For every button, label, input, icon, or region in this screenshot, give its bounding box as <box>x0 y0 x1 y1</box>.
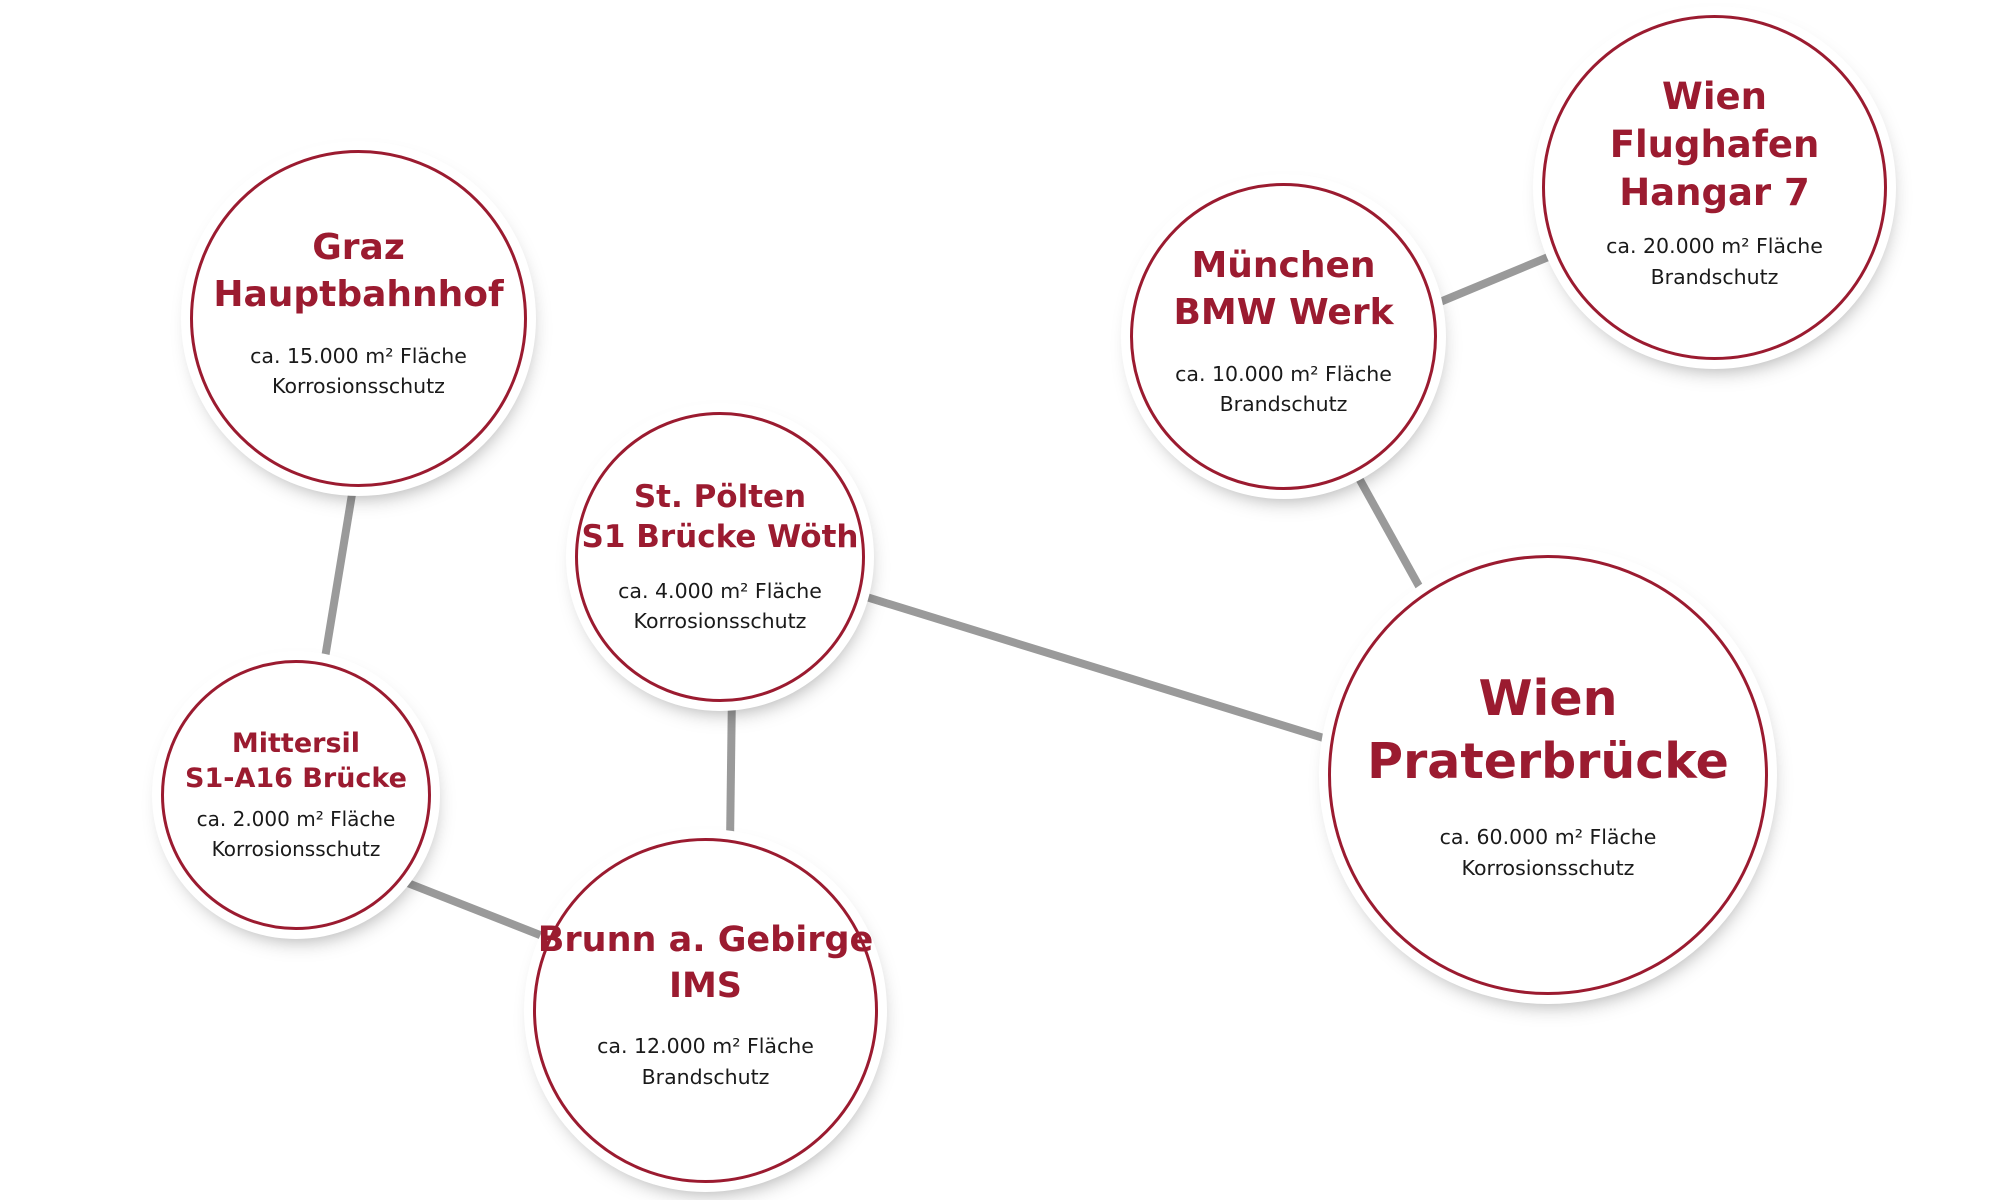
project-details: ca. 20.000 m² Fläche Brandschutz <box>1606 231 1823 293</box>
project-area: ca. 15.000 m² Fläche <box>250 343 467 368</box>
project-node-wien-prater: Wien Praterbrücke ca. 60.000 m² Fläche K… <box>1328 555 1768 995</box>
project-title: Wien Flughafen Hangar 7 <box>1609 74 1820 214</box>
project-node-brunn: Brunn a. Gebirge IMS ca. 12.000 m² Fläch… <box>533 838 878 1183</box>
project-details: ca. 15.000 m² Fläche Korrosionsschutz <box>250 341 467 403</box>
project-area: ca. 12.000 m² Fläche <box>597 1034 814 1059</box>
connector-stpoelten-brunn <box>726 689 736 846</box>
project-title: Graz Hauptbahnhof <box>213 226 504 315</box>
connector-stpoelten-wien-prater <box>858 591 1332 744</box>
project-node-graz: Graz Hauptbahnhof ca. 15.000 m² Fläche K… <box>190 150 527 487</box>
project-type: Brandschutz <box>1650 264 1779 289</box>
project-details: ca. 60.000 m² Fläche Korrosionsschutz <box>1440 822 1657 884</box>
project-type: Korrosionsschutz <box>633 609 807 634</box>
project-area: ca. 60.000 m² Fläche <box>1439 824 1657 849</box>
project-node-mittersil: Mittersil S1-A16 Brücke ca. 2.000 m² Flä… <box>161 660 431 930</box>
project-type: Korrosionsschutz <box>211 837 381 862</box>
project-details: ca. 2.000 m² Fläche Korrosionsschutz <box>197 804 396 864</box>
connector-mittersil-brunn <box>398 876 547 941</box>
project-area: ca. 10.000 m² Fläche <box>1175 361 1392 386</box>
connector-muenchen-wien-flughafen <box>1438 251 1555 306</box>
project-title: Mittersil S1-A16 Brücke <box>185 727 407 794</box>
project-details: ca. 10.000 m² Fläche Brandschutz <box>1175 359 1392 421</box>
project-type: Korrosionsschutz <box>1461 855 1635 880</box>
project-type: Brandschutz <box>641 1065 770 1089</box>
project-area: ca. 4.000 m² Fläche <box>618 578 822 603</box>
project-title: Brunn a. Gebirge IMS <box>537 920 874 1006</box>
project-node-wien-flughafen: Wien Flughafen Hangar 7 ca. 20.000 m² Fl… <box>1542 15 1887 360</box>
connector-muenchen-wien-prater <box>1346 460 1424 590</box>
project-title: Wien Praterbrücke <box>1367 669 1729 791</box>
project-node-st-poelten: St. Pölten S1 Brücke Wöth ca. 4.000 m² F… <box>575 412 865 702</box>
project-area: ca. 2.000 m² Fläche <box>196 807 396 832</box>
project-details: ca. 4.000 m² Fläche Korrosionsschutz <box>618 576 822 638</box>
project-details: ca. 12.000 m² Fläche Brandschutz <box>597 1031 814 1093</box>
project-title: München BMW Werk <box>1173 244 1394 333</box>
connector-graz-mittersil <box>319 469 360 671</box>
project-title: St. Pölten S1 Brücke Wöth <box>581 478 859 556</box>
project-area: ca. 20.000 m² Fläche <box>1606 233 1823 258</box>
project-type: Korrosionsschutz <box>272 374 445 399</box>
project-node-muenchen: München BMW Werk ca. 10.000 m² Fläche Br… <box>1130 183 1437 490</box>
project-type: Brandschutz <box>1219 392 1348 417</box>
